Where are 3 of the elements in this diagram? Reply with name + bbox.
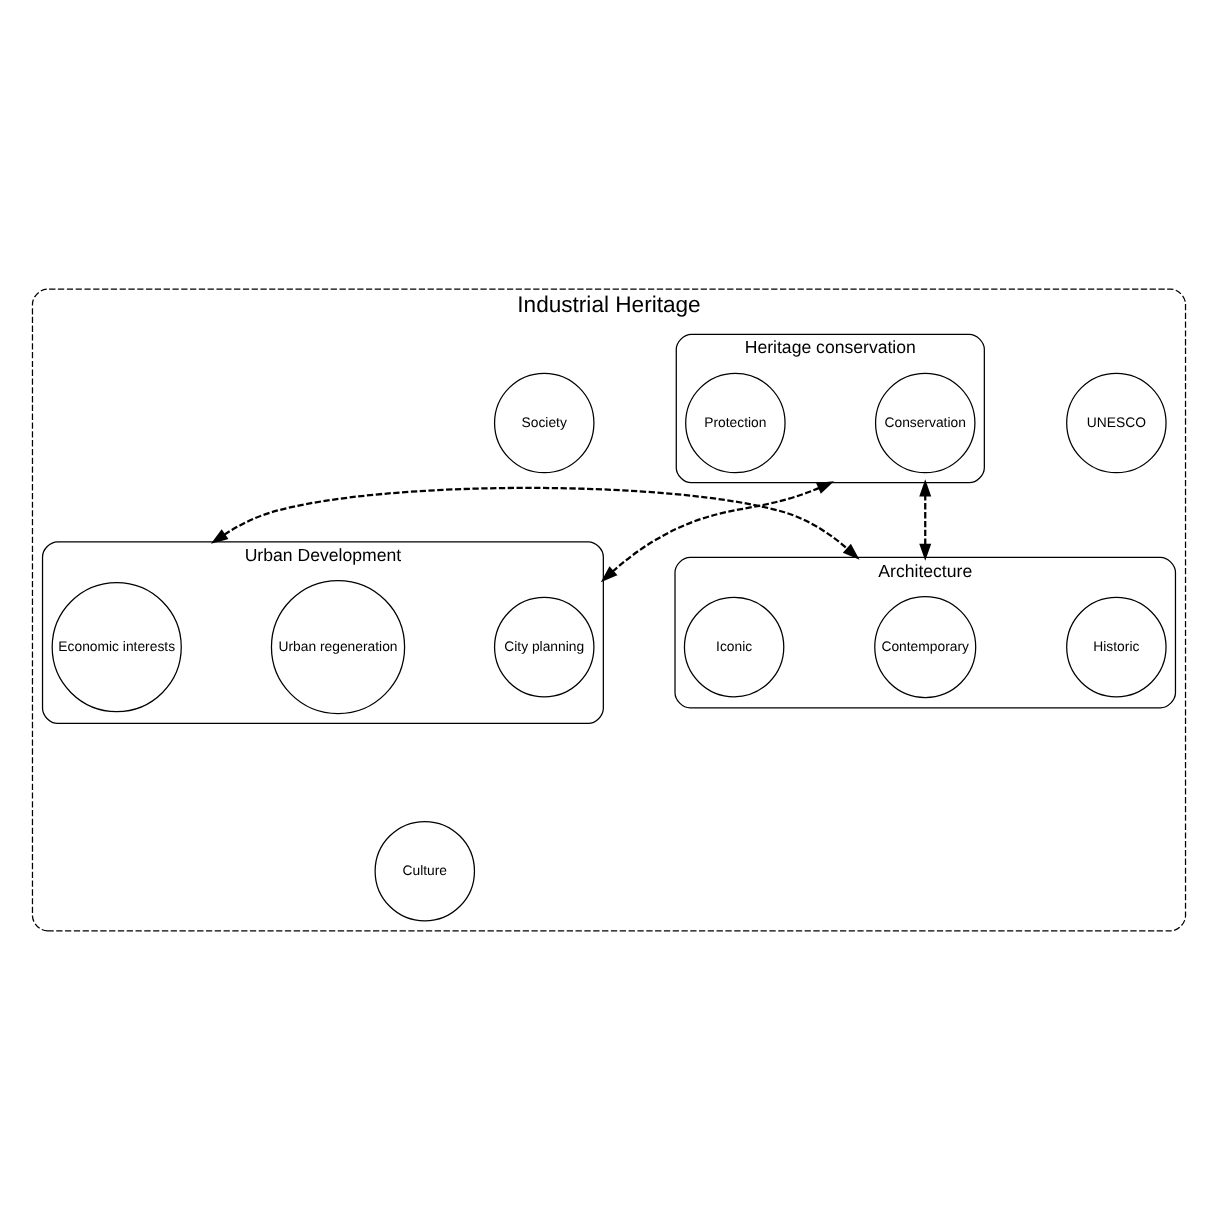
arrow: [210, 486, 860, 560]
arrow: [600, 481, 835, 583]
arrow: [919, 479, 932, 561]
